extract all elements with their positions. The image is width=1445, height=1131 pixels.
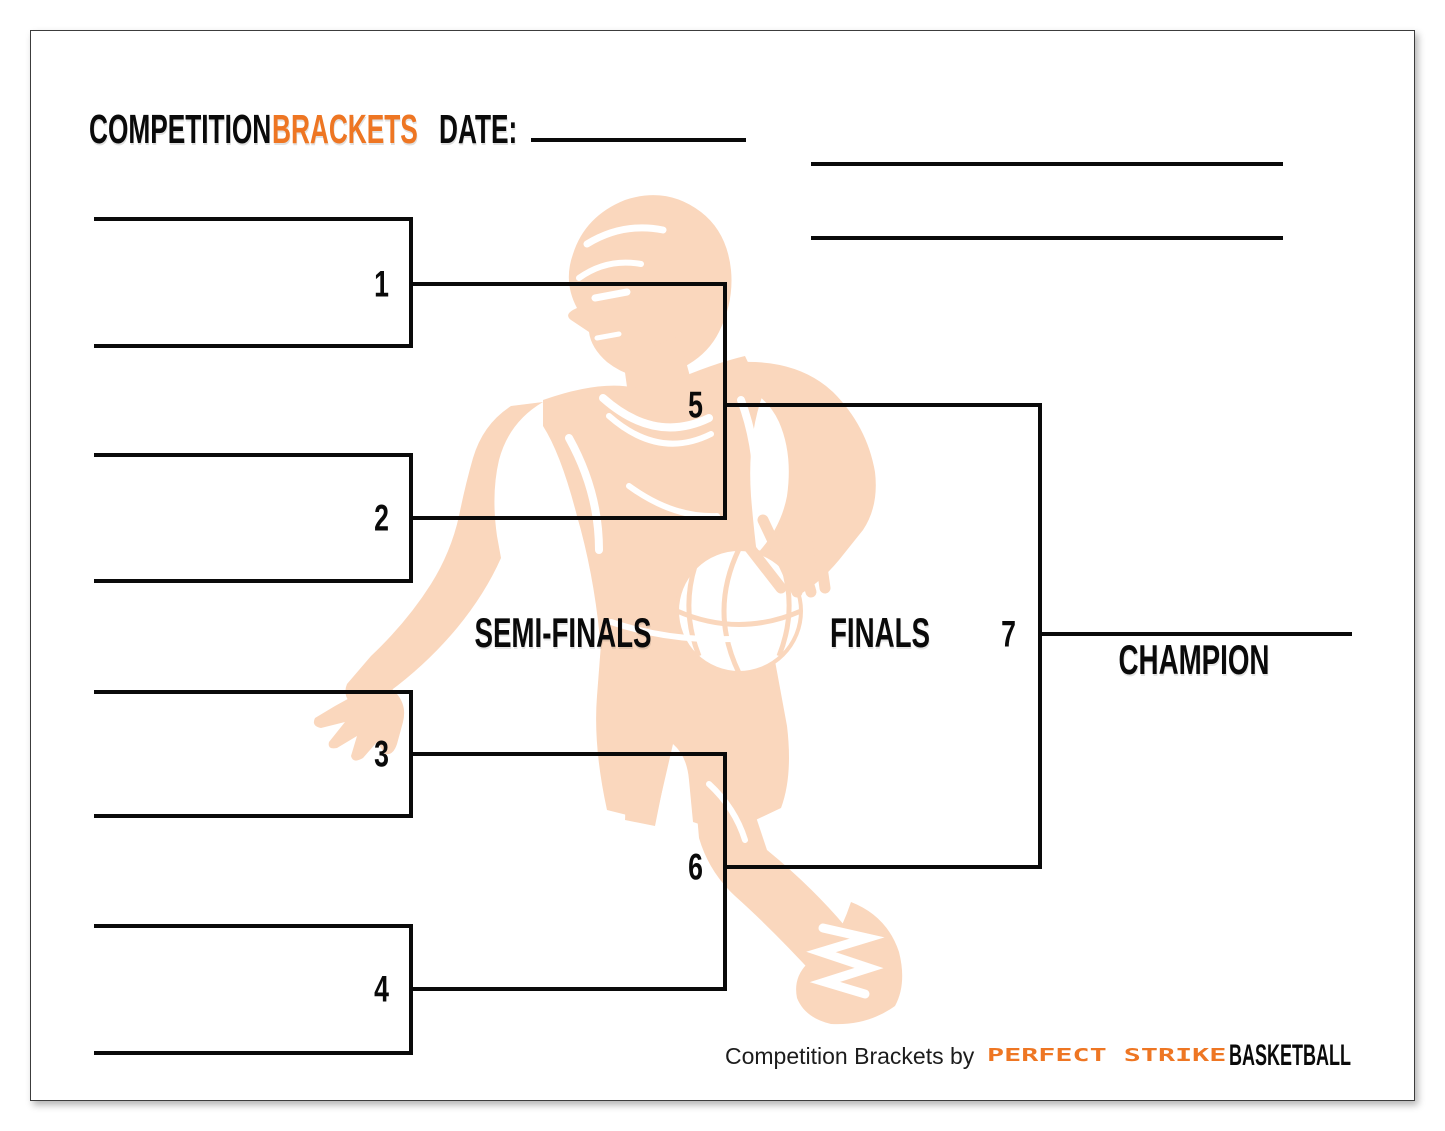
- match-number-4: 4: [374, 968, 389, 1010]
- player-left-arm: [345, 402, 543, 708]
- basketball-player-silhouette: [313, 195, 903, 1025]
- match-number-6: 6: [688, 846, 703, 888]
- winner-write-in-line-1: [811, 162, 1283, 166]
- semifinal1-connector: [723, 403, 1038, 407]
- match4-connector: [409, 987, 723, 991]
- match1-connector: [409, 282, 723, 286]
- footer-credit-text: Competition Brackets by: [725, 1042, 975, 1069]
- date-label: DATE:: [439, 106, 518, 152]
- player-back-leg: [607, 746, 671, 826]
- brand-suffix-basketball: BASKETBALL: [1229, 1039, 1351, 1072]
- date-write-in-line: [531, 138, 746, 142]
- match-number-7: 7: [1001, 613, 1016, 655]
- player-front-leg: [691, 746, 859, 978]
- player-right-hand-fingers: [733, 510, 831, 598]
- match3-connector: [409, 752, 723, 756]
- team-line-1: [94, 217, 409, 221]
- team-line-6: [94, 814, 409, 818]
- champion-write-in-line: [1038, 632, 1352, 636]
- team-line-7: [94, 924, 409, 928]
- match-number-3: 3: [374, 733, 389, 775]
- match2-connector: [409, 516, 723, 520]
- player-left-hand: [313, 683, 405, 761]
- team-line-4: [94, 579, 409, 583]
- footer-credit-row: Competition Brackets by PERFECT STRIKE B…: [725, 1039, 1432, 1073]
- team-line-3: [94, 453, 409, 457]
- brand-logo-perfect-strike: PERFECT STRIKE: [987, 1044, 1227, 1066]
- winner-write-in-line-2: [811, 236, 1283, 240]
- match-number-5: 5: [688, 384, 703, 426]
- match-number-2: 2: [374, 497, 389, 539]
- finals-label: FINALS: [829, 609, 931, 656]
- page-title-black: COMPETITION: [89, 106, 272, 152]
- final-bracket-vertical: [1038, 403, 1042, 869]
- semifinal2-bracket-vertical: [723, 752, 727, 991]
- page-title-orange: BRACKETS: [272, 106, 418, 152]
- team-line-2: [94, 344, 409, 348]
- bracket-sheet-page: COMPETITION BRACKETS DATE:: [30, 30, 1415, 1101]
- match-number-1: 1: [374, 263, 389, 305]
- semifinal2-connector: [723, 865, 1038, 869]
- team-line-5: [94, 690, 409, 694]
- semifinals-label: SEMI-FINALS: [474, 609, 652, 656]
- semifinal1-bracket-vertical: [723, 282, 727, 520]
- champion-label: CHAMPION: [1118, 636, 1270, 683]
- team-line-8: [94, 1051, 409, 1055]
